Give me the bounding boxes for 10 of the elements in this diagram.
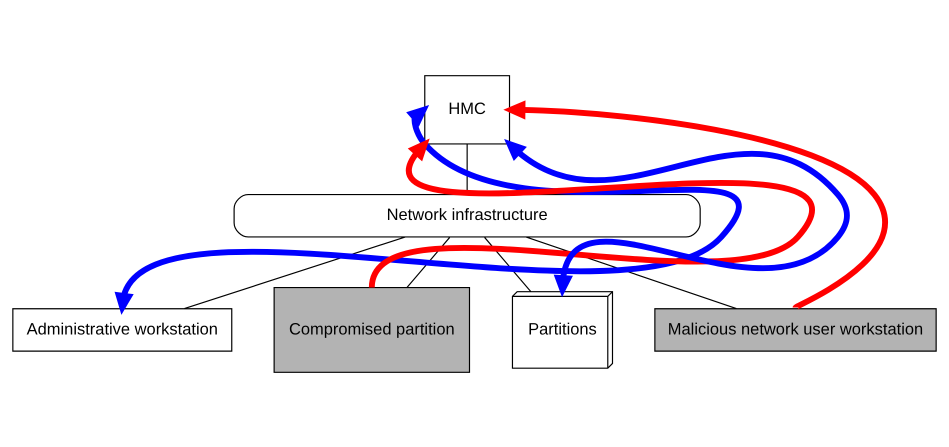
- connector: [184, 236, 406, 309]
- node-box: Network infrastructure: [234, 193, 701, 238]
- arrow: [114, 104, 740, 314]
- node-box: Administrative workstation: [12, 308, 232, 352]
- arrow: [503, 100, 888, 310]
- arrow: [504, 138, 850, 297]
- node-box: HMC: [424, 74, 510, 144]
- connector: [484, 236, 532, 292]
- node-box: Compromised partition: [274, 286, 470, 372]
- node-box: Malicious network user workstation: [654, 308, 937, 352]
